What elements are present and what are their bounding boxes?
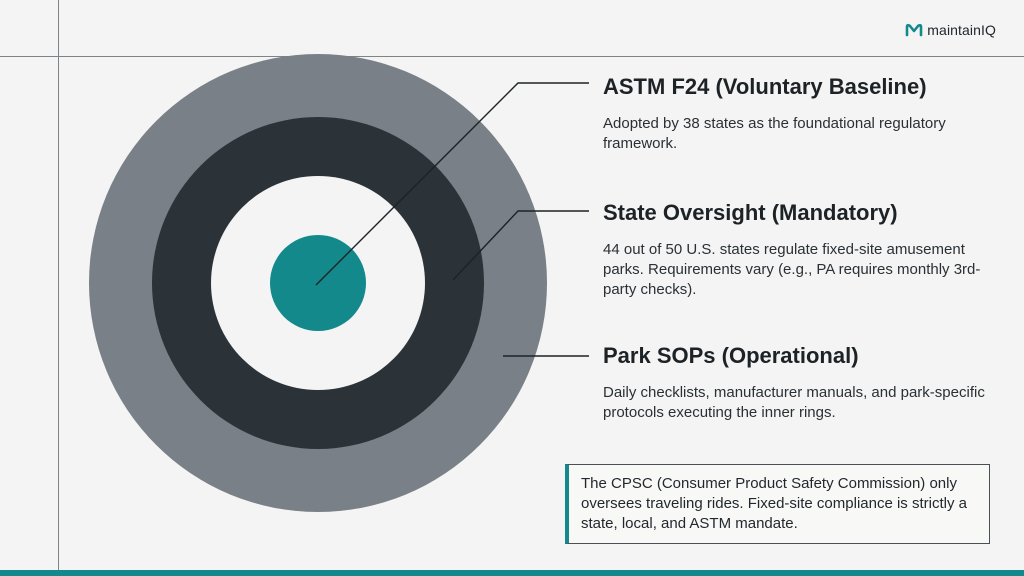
- entry-title: Park SOPs (Operational): [603, 343, 859, 368]
- entry-description: Daily checklists, manufacturer manuals, …: [603, 384, 985, 421]
- bottom-accent-bar: [0, 570, 1024, 576]
- entry-title: State Oversight (Mandatory): [603, 200, 898, 225]
- guide-line-horizontal: [0, 56, 1024, 57]
- guide-line-vertical: [58, 0, 59, 576]
- entry-description: 44 out of 50 U.S. states regulate fixed-…: [603, 241, 981, 298]
- brand-name: maintainIQ: [927, 22, 996, 38]
- leader-line-2: [452, 210, 589, 281]
- entry-description: Adopted by 38 states as the foundational…: [603, 115, 946, 152]
- note-text: The CPSC (Consumer Product Safety Commis…: [581, 475, 967, 532]
- entry-title: ASTM F24 (Voluntary Baseline): [603, 74, 927, 99]
- entry-state-oversight: State Oversight (Mandatory) 44 out of 50…: [603, 200, 1003, 300]
- entry-park-sops: Park SOPs (Operational) Daily checklists…: [603, 343, 1003, 423]
- leader-line-1: [315, 82, 589, 286]
- entry-astm-f24: ASTM F24 (Voluntary Baseline) Adopted by…: [603, 74, 1003, 154]
- cpsc-note-box: The CPSC (Consumer Product Safety Commis…: [565, 464, 990, 544]
- brand-logo: maintainIQ: [905, 22, 996, 38]
- m-logo-icon: [905, 23, 923, 37]
